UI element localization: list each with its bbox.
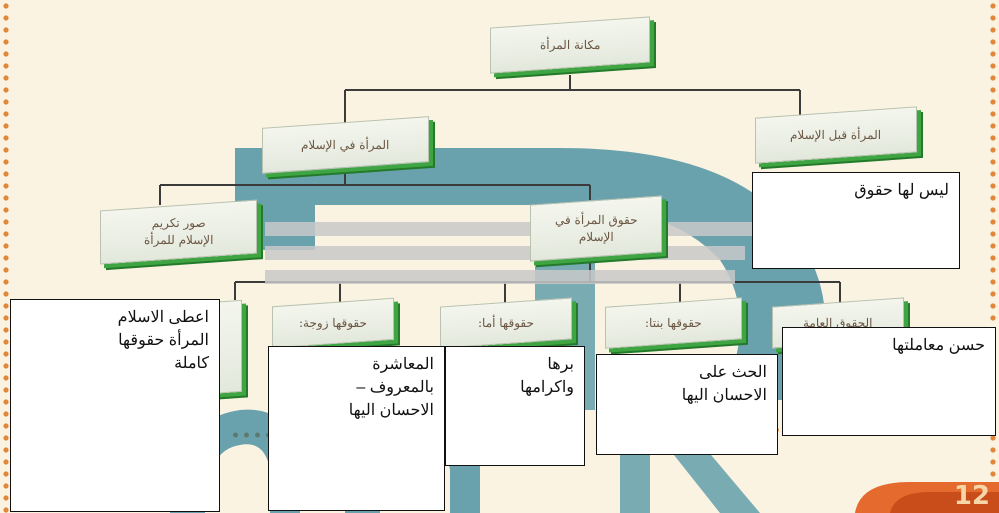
answer-before-islam: ليس لها حقوق: [752, 172, 960, 269]
answer-general: حسن معاملتها: [782, 327, 996, 436]
page-number: 12: [954, 481, 990, 511]
answer-daughter: الحث على الاحسان اليها: [596, 354, 778, 455]
overlay-band: [265, 246, 745, 260]
page-number-badge: 12: [855, 481, 999, 513]
left-dot-border: [2, 0, 10, 513]
node-wife-rights: حقوقها زوجة:: [272, 297, 394, 349]
answer-mother: برها واكرامها: [445, 346, 585, 466]
answer-islam-gave-rights: اعطى الاسلام المرأة حقوقها كاملة: [10, 299, 220, 512]
node-rights-in-islam: حقوق المرأة في الإسلام: [530, 195, 662, 262]
overlay-band: [265, 222, 755, 236]
node-honor-forms: صور تكريم الإسلام للمرأة: [100, 199, 257, 265]
overlay-band: [265, 270, 735, 284]
right-dot-border: [989, 0, 997, 513]
answer-wife: المعاشرة بالمعروف – الاحسان اليها: [268, 346, 445, 511]
